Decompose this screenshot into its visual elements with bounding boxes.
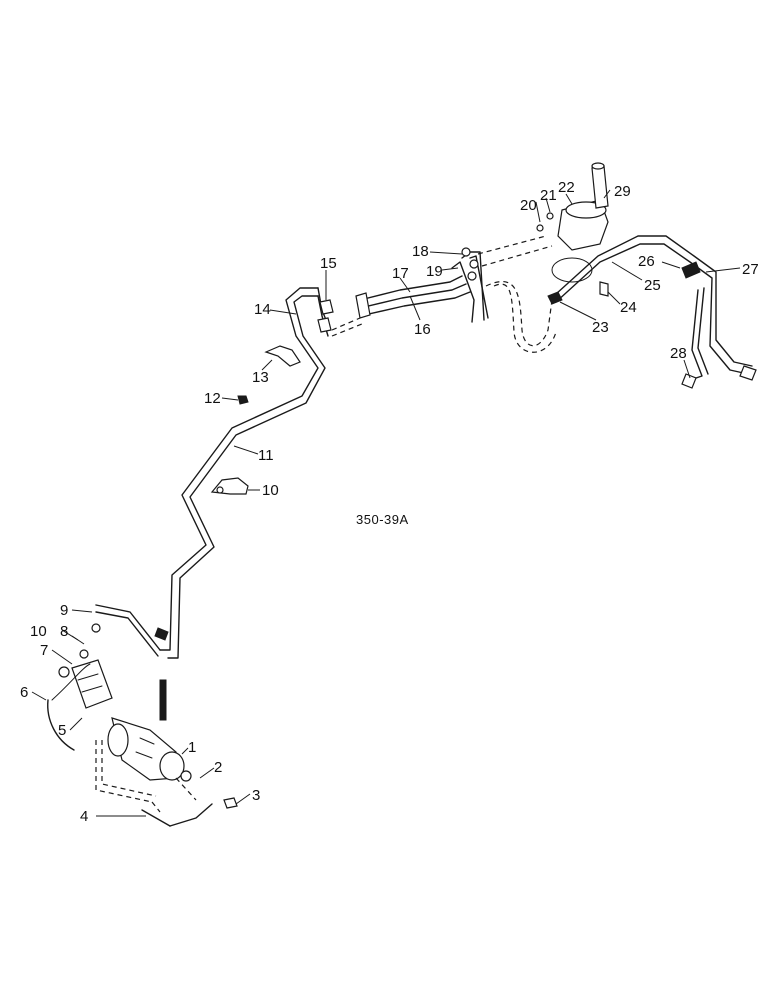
main-pipe-11 xyxy=(159,287,331,659)
clip-13 xyxy=(264,345,301,367)
control-valve-18-19 xyxy=(451,235,557,353)
callout-10: 10 xyxy=(30,623,47,640)
hose-4 xyxy=(141,809,171,827)
callout-22: 22 xyxy=(558,179,575,196)
callout-29: 29 xyxy=(614,183,631,200)
callout-10b: 10 xyxy=(262,482,279,499)
callout-19: 19 xyxy=(426,263,443,280)
callout-4: 4 xyxy=(80,808,88,825)
hose-6-line xyxy=(51,663,91,701)
callout-26: 26 xyxy=(638,253,655,270)
callout-15: 15 xyxy=(320,255,337,272)
callout-3: 3 xyxy=(252,787,260,804)
callout-28: 28 xyxy=(670,345,687,362)
callout-8: 8 xyxy=(60,623,68,640)
callout-16: 16 xyxy=(414,321,431,338)
callout-14: 14 xyxy=(254,301,271,318)
callout-1: 1 xyxy=(188,739,196,756)
callout-21: 21 xyxy=(540,187,557,204)
right-lines xyxy=(547,235,757,389)
callout-7: 7 xyxy=(40,642,48,659)
lower-pipe xyxy=(95,604,169,657)
steering-cylinder-assembly xyxy=(58,623,192,782)
callout-6: 6 xyxy=(20,684,28,701)
callout-labels: 1 2 3 4 5 6 7 8 9 10 10 11 12 13 14 15 1… xyxy=(20,179,759,825)
callout-25: 25 xyxy=(644,277,661,294)
leader-lines xyxy=(31,189,741,817)
callout-5: 5 xyxy=(58,722,66,739)
dashed-return-lines xyxy=(95,740,197,813)
callout-17: 17 xyxy=(392,265,409,282)
callout-20: 20 xyxy=(520,197,537,214)
callout-2: 2 xyxy=(214,759,222,776)
clip-12 xyxy=(237,395,249,405)
callout-24: 24 xyxy=(620,299,637,316)
clip-10 xyxy=(210,477,249,495)
drawing-code: 350-39A xyxy=(356,512,409,527)
hose-6 xyxy=(47,699,75,751)
callout-27: 27 xyxy=(742,261,759,278)
callout-9: 9 xyxy=(60,602,68,619)
callout-11: 11 xyxy=(258,447,274,464)
callout-13: 13 xyxy=(252,369,269,386)
callout-12: 12 xyxy=(204,390,221,407)
steering-unit xyxy=(536,162,609,251)
upper-connection xyxy=(317,275,471,337)
callout-18: 18 xyxy=(412,243,429,260)
fitting-3 xyxy=(223,797,238,809)
hose-4-line xyxy=(169,803,213,827)
callout-23: 23 xyxy=(592,319,609,336)
